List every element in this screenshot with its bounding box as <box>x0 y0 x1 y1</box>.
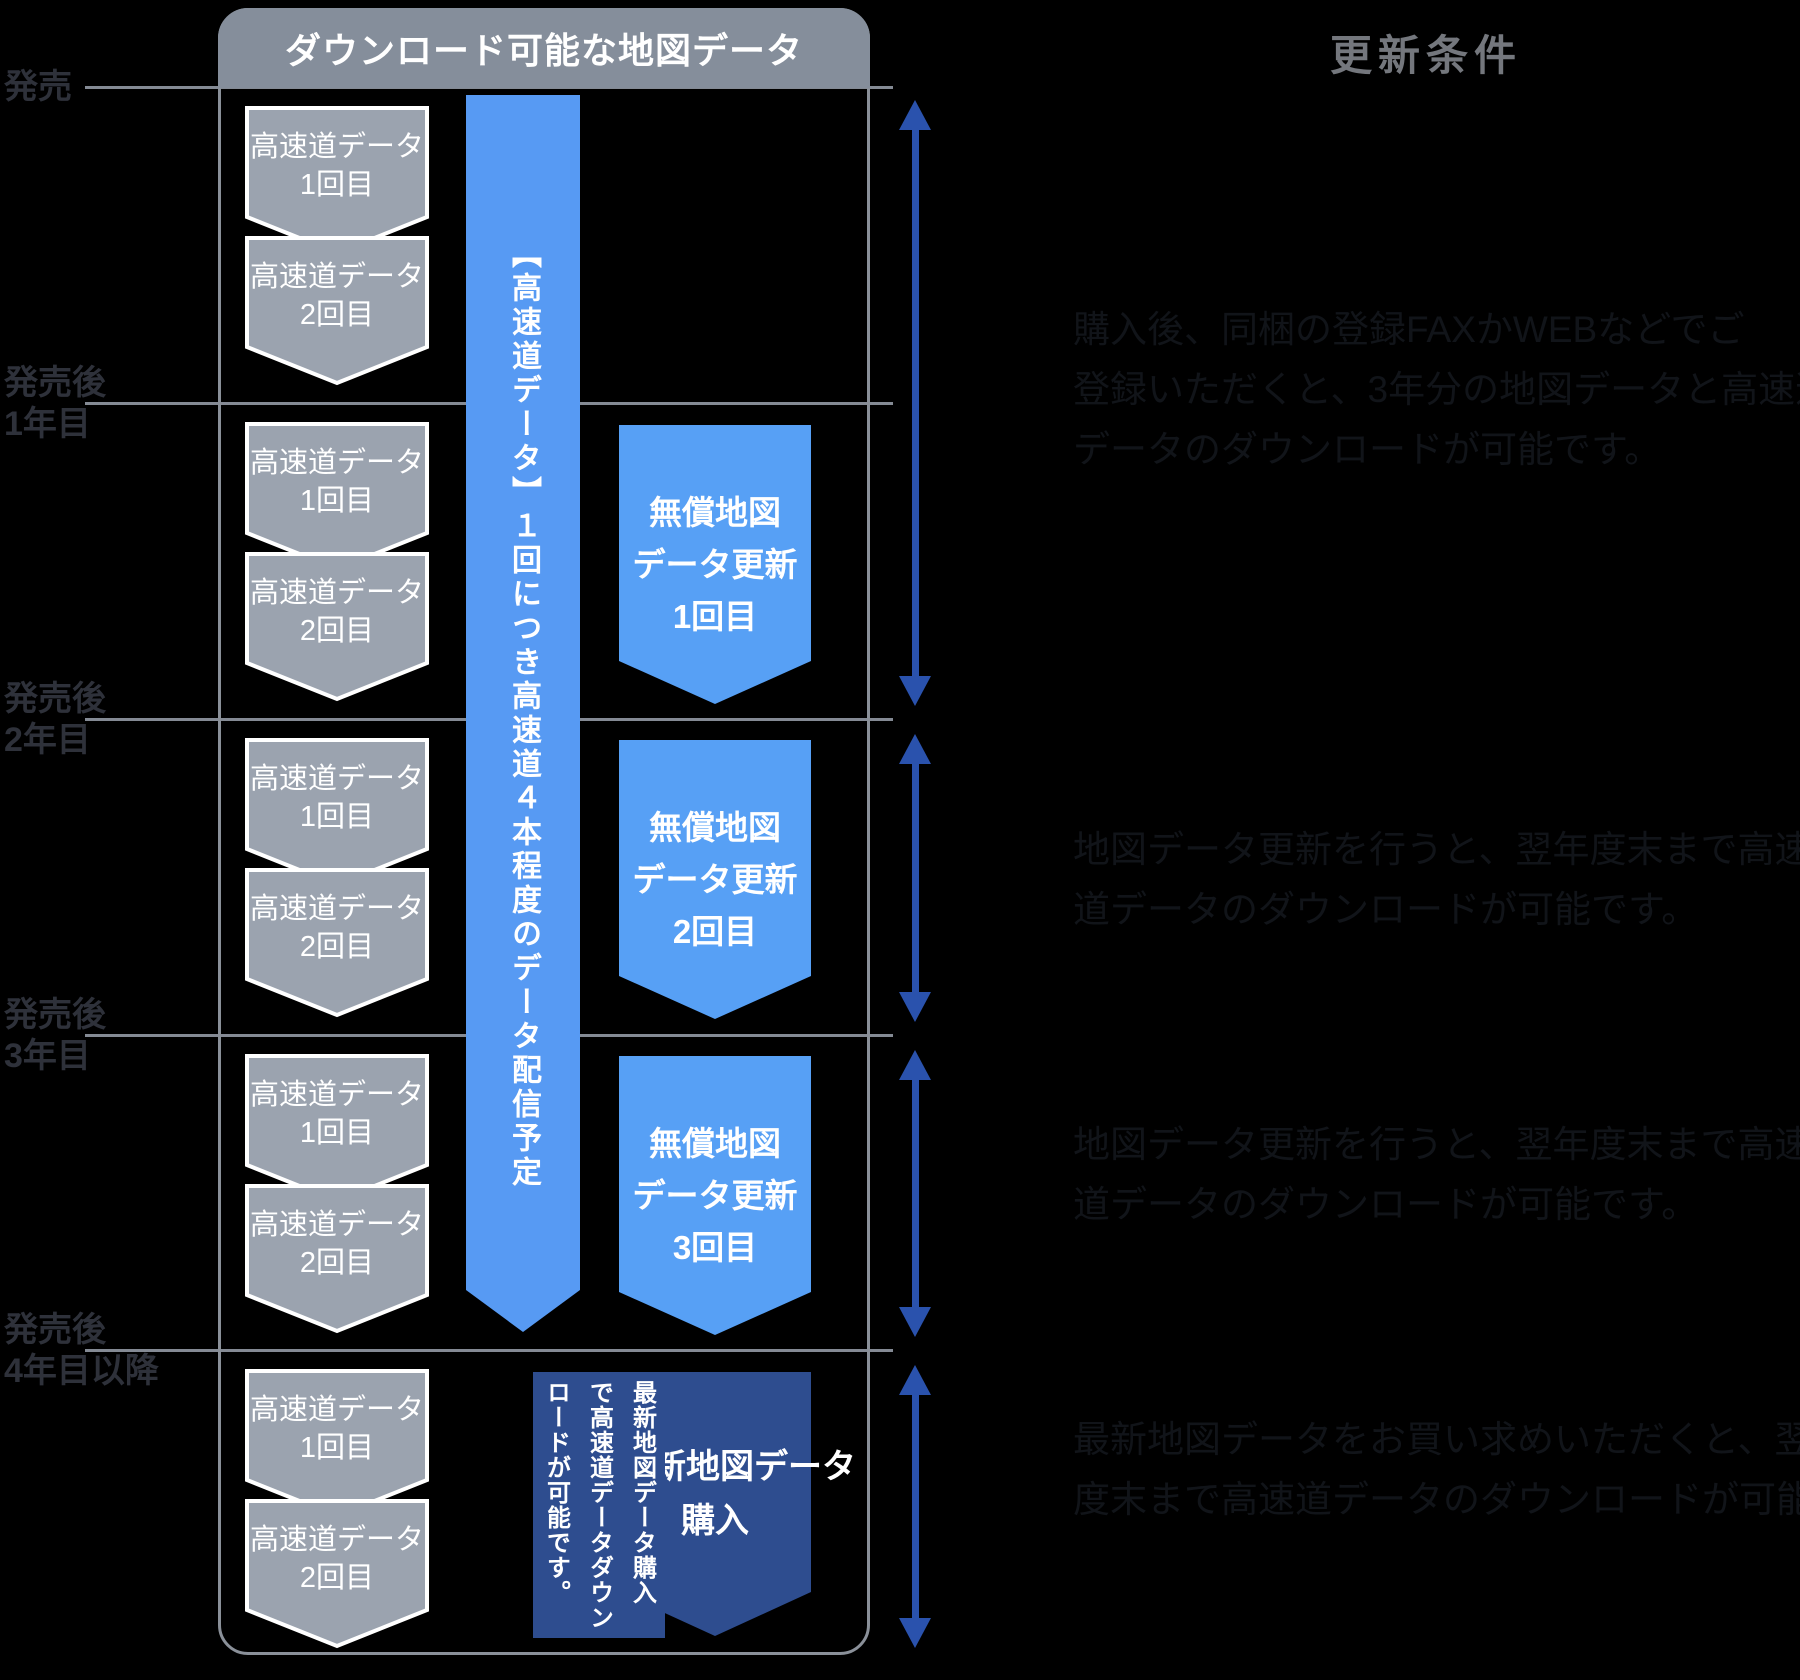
highway-chevron: 高速道データ 1回目 <box>245 106 429 256</box>
timeline-label-year4: 発売後 4年目以降 <box>4 1311 159 1390</box>
highway-chevron: 高速道データ 2回目 <box>245 868 429 1018</box>
free-update-chevron-2: 無償地図 データ更新 2回目 <box>618 740 812 1020</box>
chevron-shape-icon <box>245 868 429 1018</box>
highway-chevron-label: 高速道データ 1回目 <box>249 763 424 833</box>
highway-data-banner-text: 【高速道データ】１回につき高速道４本程度のデータ配信予定 <box>507 237 540 1190</box>
highway-data-banner: 【高速道データ】１回につき高速道４本程度のデータ配信予定 <box>466 95 580 1332</box>
highway-chevron-label: 高速道データ 2回目 <box>249 1209 424 1279</box>
chevron-shape-icon <box>619 1372 811 1636</box>
chevron-shape-icon <box>245 422 429 572</box>
panel-header: ダウンロード可能な地図データ <box>218 8 870 88</box>
highway-chevron: 高速道データ 1回目 <box>245 422 429 572</box>
arrow-down-head <box>899 1307 931 1337</box>
timeline-label-release: 発売 <box>4 68 72 106</box>
update-condition-block-3: 地図データ更新を行うと、翌年度末まで高速 道データのダウンロードが可能です。 <box>1073 1124 1800 1225</box>
arrow-up-head <box>899 1050 931 1080</box>
highway-chevron-label: 高速道データ 1回目 <box>249 1079 424 1149</box>
free-update-label: 無償地図 データ更新 2回目 <box>632 809 798 950</box>
chevron-shape-icon <box>619 740 811 1019</box>
update-condition-block-1: 購入後、同梱の登録FAXかWEBなどでご 登録いただくと、3年分の地図データと高… <box>1073 309 1800 470</box>
arrow-down-head <box>899 1618 931 1648</box>
highway-chevron-label: 高速道データ 2回目 <box>249 577 424 647</box>
arrow-shaft <box>911 764 919 992</box>
chevron-shape-icon <box>245 236 429 386</box>
highway-chevron-label: 高速道データ 1回目 <box>249 131 424 201</box>
arrow-shaft <box>911 1080 919 1307</box>
update-conditions-title: 更新条件 <box>1330 32 1523 79</box>
update-condition-block-4: 最新地図データをお買い求めいただくと、翌年 度末まで高速道データのダウンロードが… <box>1073 1419 1800 1520</box>
chevron-shape-icon <box>245 1369 429 1519</box>
range-arrow-icon <box>898 100 932 706</box>
chevron-shape-icon <box>245 1054 429 1204</box>
highway-chevron: 高速道データ 1回目 <box>245 1054 429 1204</box>
timeline-label-year2: 発売後 2年目 <box>4 680 106 759</box>
arrow-shaft <box>911 1395 919 1618</box>
highway-chevron-label: 高速道データ 2回目 <box>249 261 424 331</box>
free-update-chevron-3: 無償地図 データ更新 3回目 <box>618 1056 812 1336</box>
range-arrow-icon <box>898 1365 932 1648</box>
arrow-up-head <box>899 1365 931 1395</box>
timeline-label-year3: 発売後 3年目 <box>4 996 106 1075</box>
highway-chevron-label: 高速道データ 2回目 <box>249 1524 424 1594</box>
highway-chevron-label: 高速道データ 2回目 <box>249 893 424 963</box>
update-condition-block-2: 地図データ更新を行うと、翌年度末まで高速 道データのダウンロードが可能です。 <box>1073 829 1800 930</box>
highway-chevron: 高速道データ 2回目 <box>245 236 429 386</box>
arrow-shaft <box>911 130 919 676</box>
free-update-label: 無償地図 データ更新 1回目 <box>632 494 798 635</box>
chevron-shape-icon <box>245 738 429 888</box>
panel-title: ダウンロード可能な地図データ <box>284 30 803 71</box>
chevron-shape-icon <box>619 1056 811 1335</box>
range-arrow-icon <box>898 1050 932 1337</box>
purchase-banner: 最新地図データ購入 で高速道データダウン ロードが可能です。 <box>533 1372 665 1638</box>
arrow-up-head <box>899 734 931 764</box>
free-update-label: 無償地図 データ更新 3回目 <box>632 1125 798 1266</box>
range-arrow-icon <box>898 734 932 1022</box>
timeline-label-year1: 発売後 1年目 <box>4 364 106 443</box>
highway-chevron-label: 高速道データ 1回目 <box>249 1394 424 1464</box>
chevron-shape-icon <box>245 1184 429 1334</box>
chevron-shape-icon <box>245 1499 429 1649</box>
chevron-shape-icon <box>619 425 811 704</box>
timeline-rule-year4 <box>85 1349 893 1352</box>
highway-chevron-label: 高速道データ 1回目 <box>249 447 424 517</box>
arrow-down-head <box>899 992 931 1022</box>
highway-chevron: 高速道データ 1回目 <box>245 1369 429 1519</box>
arrow-down-head <box>899 676 931 706</box>
chevron-shape-icon <box>245 106 429 256</box>
highway-chevron: 高速道データ 2回目 <box>245 552 429 702</box>
arrow-up-head <box>899 100 931 130</box>
free-update-chevron-1: 無償地図 データ更新 1回目 <box>618 425 812 705</box>
purchase-banner-text: 最新地図データ購入 で高速道データダウン ロードが可能です。 <box>542 1380 656 1630</box>
chevron-shape-icon <box>245 552 429 702</box>
highway-chevron: 高速道データ 2回目 <box>245 1499 429 1649</box>
highway-chevron: 高速道データ 2回目 <box>245 1184 429 1334</box>
highway-chevron: 高速道データ 1回目 <box>245 738 429 888</box>
